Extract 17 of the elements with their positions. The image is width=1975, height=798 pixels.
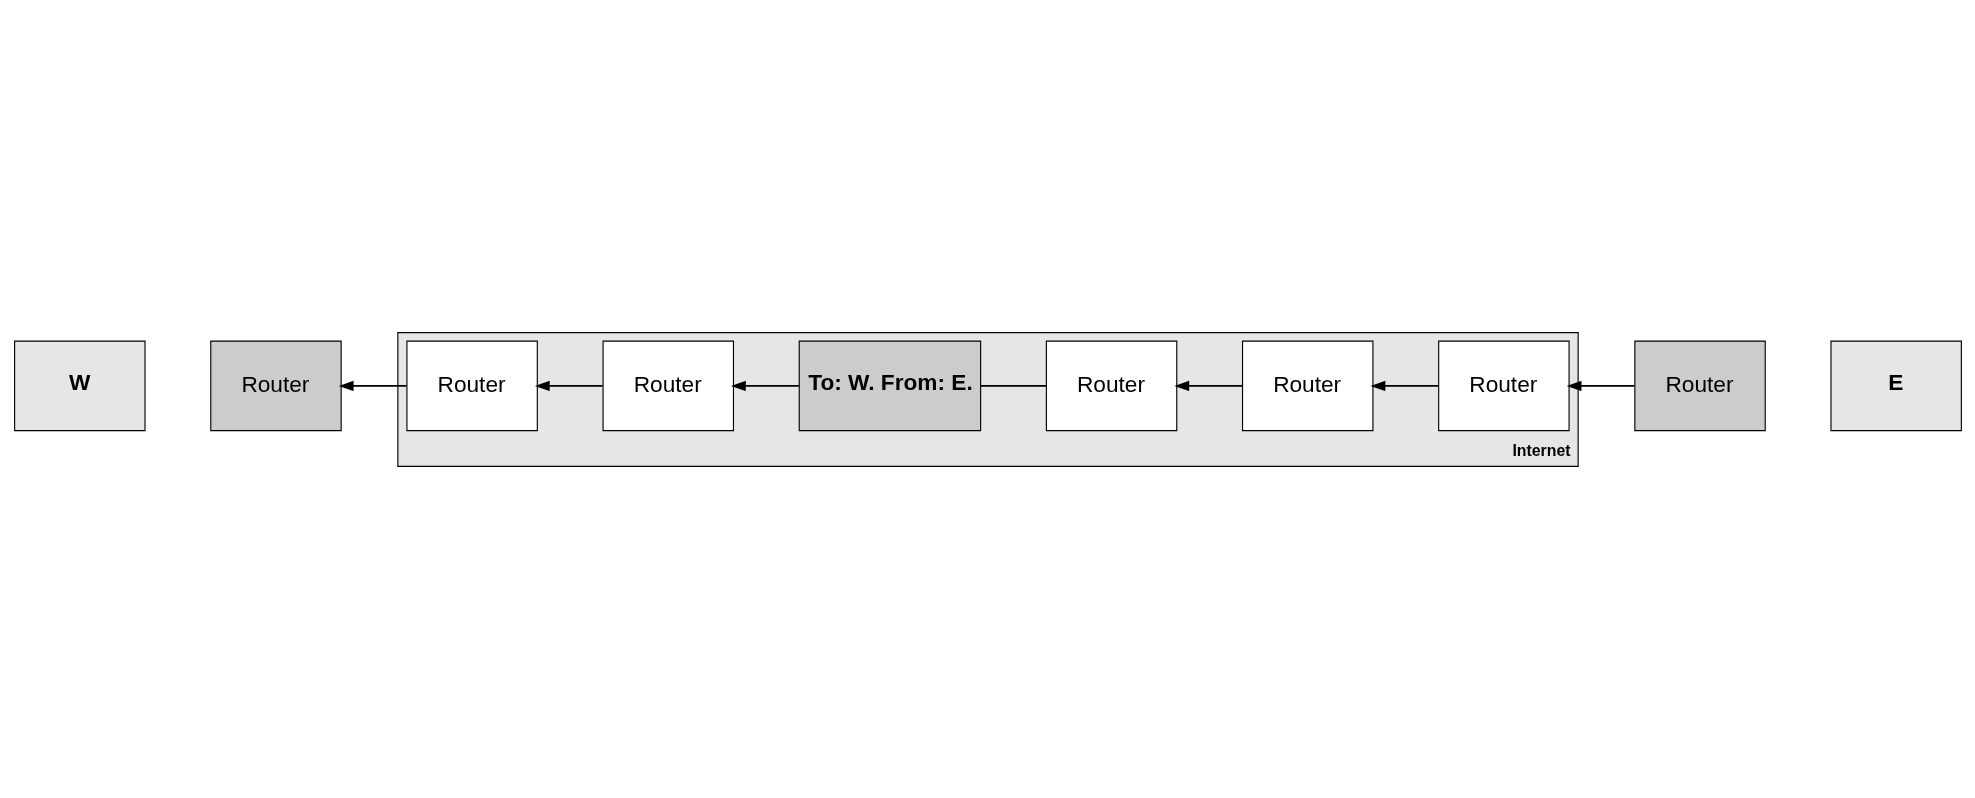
connector	[979, 384, 1047, 387]
node-box: Router	[209, 340, 342, 431]
arrow	[534, 380, 603, 391]
node-box: Router	[1633, 340, 1766, 431]
arrow	[1566, 380, 1635, 391]
node-box: Router	[1241, 340, 1373, 431]
node-box: To: W. From: E.	[798, 340, 981, 431]
node-box: W	[13, 340, 146, 431]
arrow	[1370, 380, 1439, 391]
node-box: Router	[1045, 340, 1177, 431]
arrow	[1173, 380, 1243, 391]
node-box: Router	[1437, 340, 1570, 431]
node-box: E	[1829, 340, 1962, 431]
node-box: Router	[405, 340, 538, 431]
arrow	[338, 380, 407, 391]
arrow	[730, 380, 800, 391]
node-box: Router	[602, 340, 734, 431]
